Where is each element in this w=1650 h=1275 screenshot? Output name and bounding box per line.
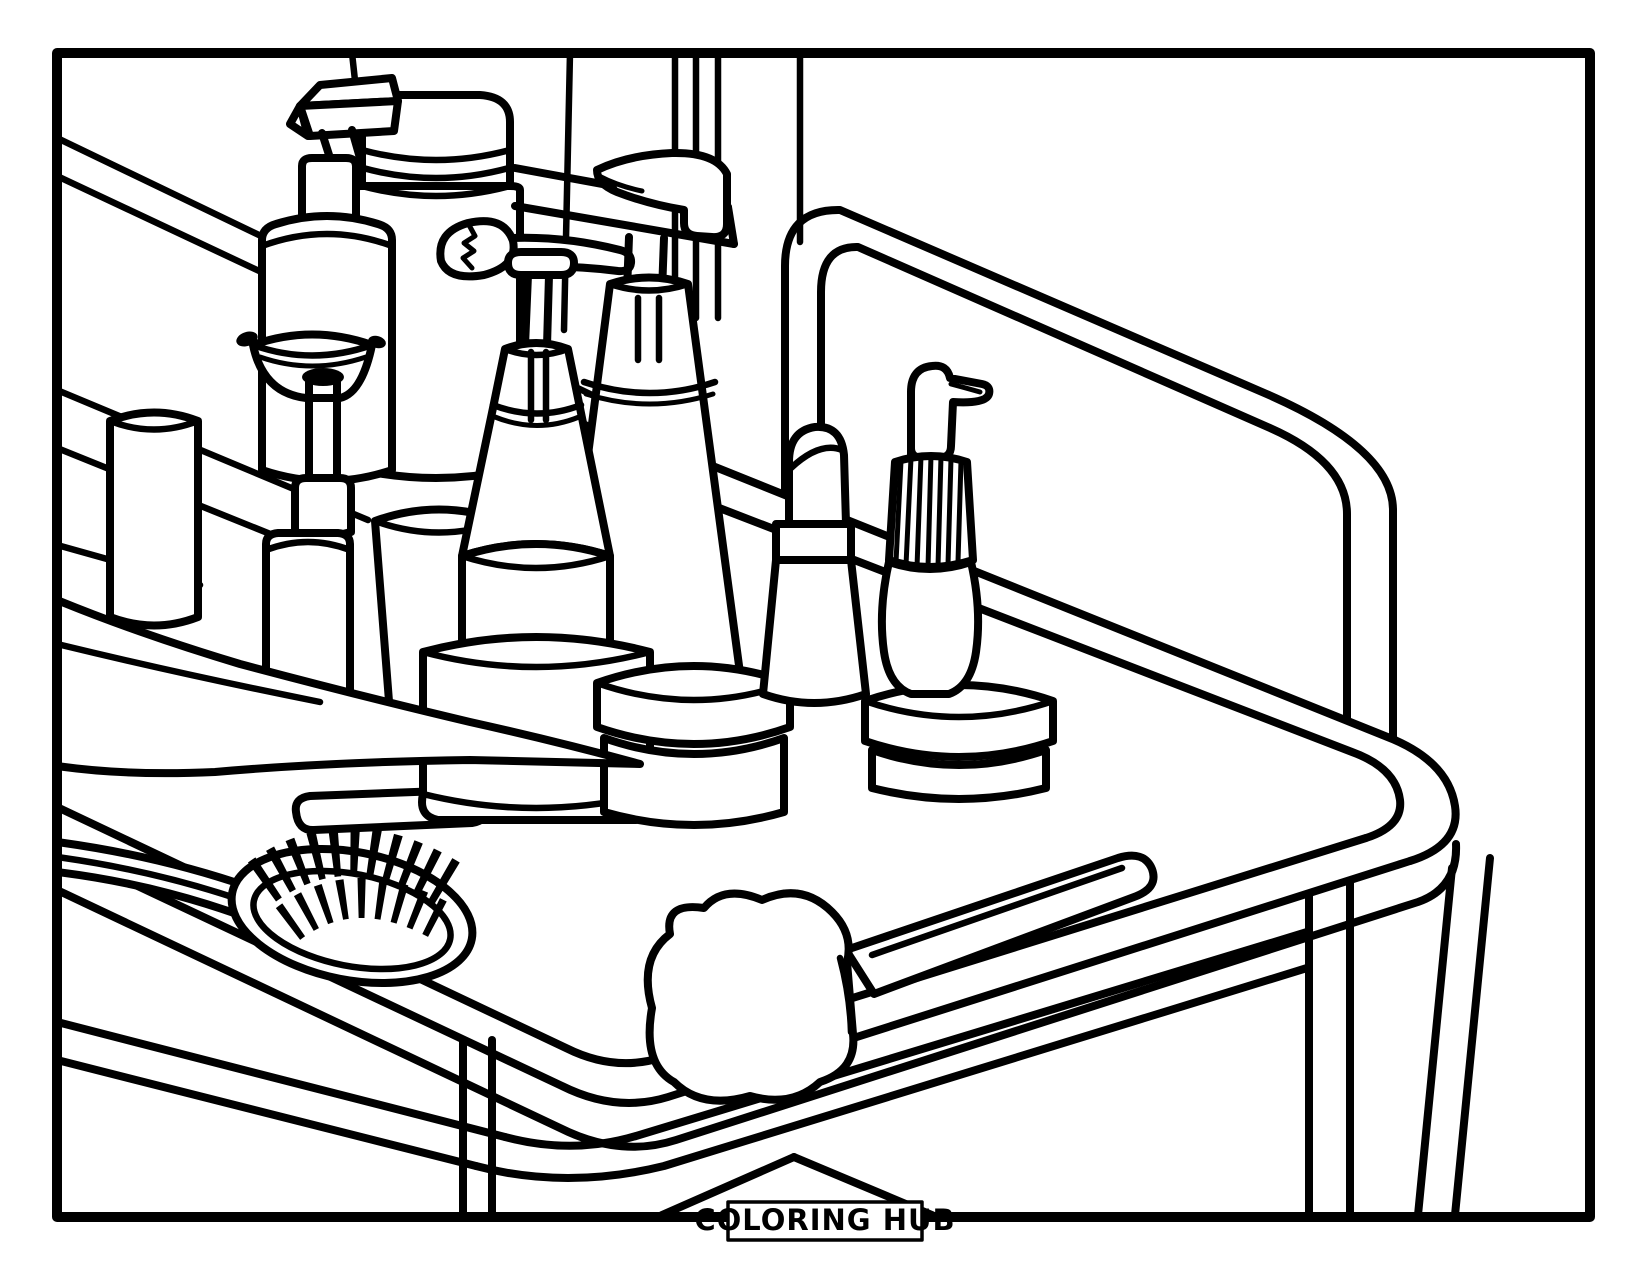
cart-lower-shelf <box>62 928 1311 1212</box>
toothbrush-head <box>436 217 518 281</box>
lipstick-cut-line <box>787 444 846 472</box>
lipstick <box>759 422 870 707</box>
makeup-brush-head <box>643 889 858 1105</box>
pump-nozzle-spout <box>286 102 312 140</box>
jar-body <box>868 746 1050 803</box>
hairbrush-bristles-inner <box>275 878 456 942</box>
wall-panel-line <box>560 58 574 334</box>
small-cylinder-bottle <box>106 408 202 630</box>
jar-lid <box>861 681 1057 761</box>
jar-body <box>600 734 788 829</box>
cream-jar-large <box>593 662 794 829</box>
atomizer-spout-right <box>368 335 386 349</box>
jar-lid <box>593 662 794 748</box>
collar-ribs <box>893 452 964 571</box>
pump-disc-cap <box>504 248 578 279</box>
footer-label-box <box>726 1200 924 1242</box>
makeup-brush-handle <box>842 851 1158 998</box>
towel <box>62 597 644 778</box>
lipstick-collar <box>772 520 855 564</box>
stepped-pump-dispenser <box>418 248 656 824</box>
spray-atomizer-bottle <box>236 330 386 707</box>
hairbrush-bristles-outer <box>247 828 465 907</box>
bottle-body <box>877 558 983 698</box>
lipstick-bullet <box>785 422 850 528</box>
lipstick-tube <box>759 556 870 707</box>
cart-handle <box>781 205 1397 749</box>
atomizer-collar <box>291 474 355 540</box>
towel-drape <box>62 597 644 778</box>
atomizer-spout-left <box>236 331 258 347</box>
makeup-brush-ferrule-line <box>836 954 855 1036</box>
toothbrush-bristle-zigzag <box>460 222 478 271</box>
tray-front-rim-outer <box>62 845 1414 1107</box>
makeup-brush <box>643 851 1158 1105</box>
pump-collar <box>298 154 360 230</box>
tray-back-rim-inner <box>596 458 1405 842</box>
hairbrush <box>62 828 477 987</box>
ribbed-pump-bottle <box>877 361 994 698</box>
bottle-body <box>106 408 202 630</box>
footer-label: COLORING HUB <box>694 1200 955 1242</box>
tray-back-rim-outer <box>614 424 1460 865</box>
cream-jar-small <box>861 681 1057 803</box>
footer-label-text: COLORING HUB <box>694 1203 955 1237</box>
pump-spout-notch <box>598 180 620 194</box>
cart-legs-front <box>459 854 1494 1212</box>
towel-fold <box>62 641 324 706</box>
hairbrush-cushion <box>250 867 454 973</box>
